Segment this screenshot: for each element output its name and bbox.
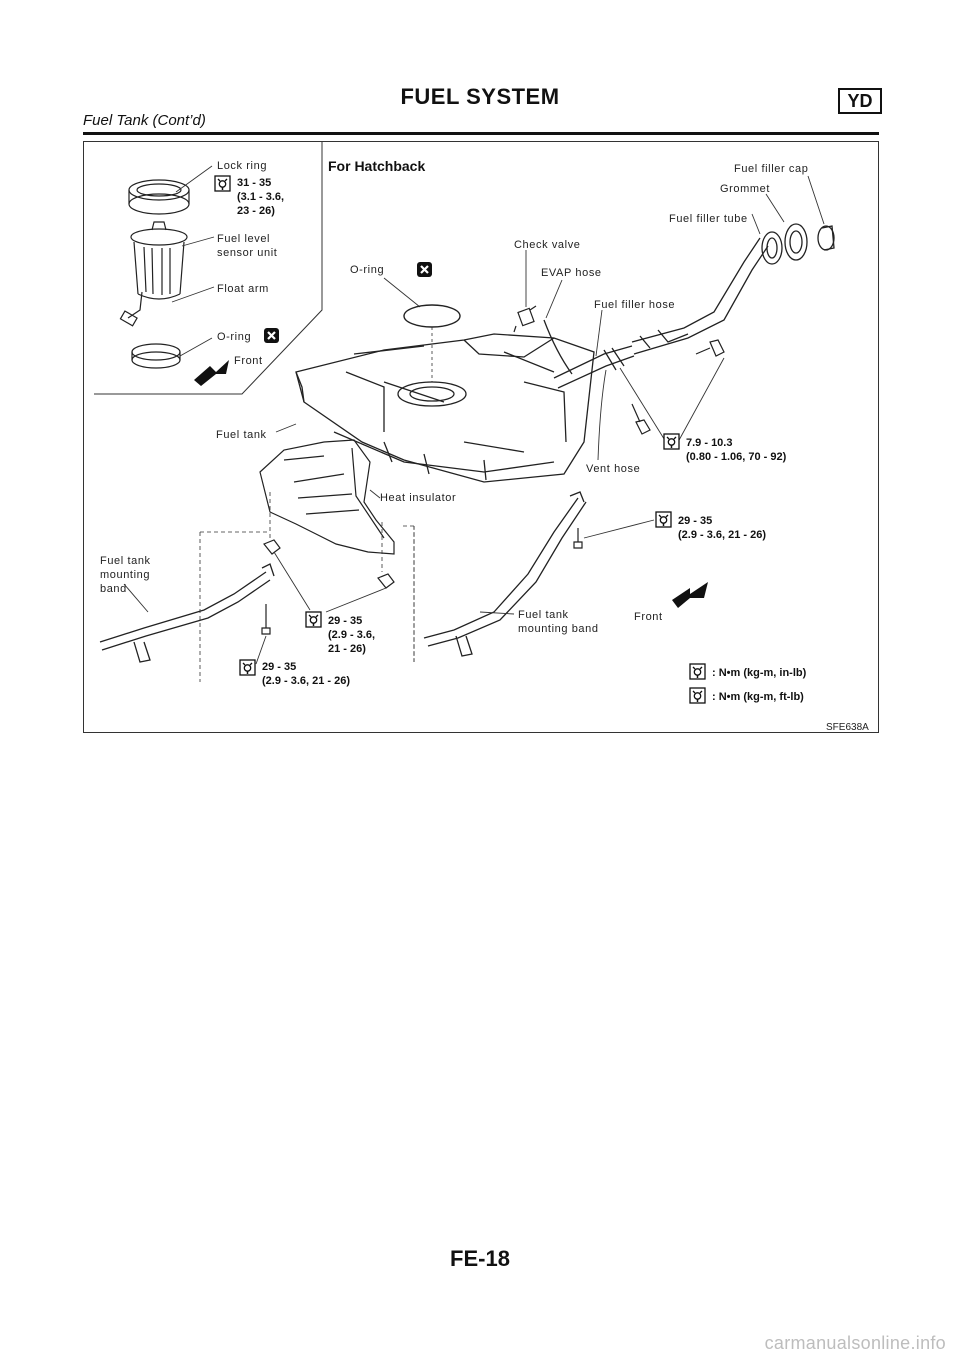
header-rule (83, 132, 879, 135)
label-band-left-2: mounting (100, 569, 150, 581)
label-lock-ring: Lock ring (217, 160, 267, 172)
legend-torque-icon (689, 687, 706, 704)
label-vent-hose: Vent hose (586, 463, 640, 475)
torque-icon (305, 611, 322, 628)
label-fuel-filler-hose: Fuel filler hose (594, 299, 675, 311)
torque-icon (663, 433, 680, 450)
torque-insulator-3: 21 - 26) (328, 643, 366, 655)
torque-lock-ring-2: (3.1 - 3.6, (237, 191, 284, 203)
heat-insulator-part (259, 439, 395, 555)
grommet-ring-part (784, 223, 808, 261)
check-valve-part (513, 305, 537, 333)
band-right-leader (479, 611, 515, 615)
label-check-valve: Check valve (514, 239, 581, 251)
torque-band-left-1: 29 - 35 (262, 661, 296, 673)
grommet-part (761, 231, 783, 265)
o-ring-small-part (131, 343, 181, 369)
filler-bolt-leader (677, 357, 725, 443)
label-fuel-filler-cap: Fuel filler cap (734, 163, 808, 175)
fuel-tank-diagram: Lock ring 31 - 35 (3.1 - 3.6, 23 - 26) F… (83, 141, 879, 733)
o-ring-center-part (403, 304, 461, 328)
torque-icon (239, 659, 256, 676)
front-arrow-icon (672, 582, 708, 608)
inset-leaders (171, 165, 215, 357)
section-title: FUEL SYSTEM (400, 84, 560, 109)
figure-heading: For Hatchback (328, 158, 425, 174)
filler-hose-leader (595, 309, 603, 357)
watermark[interactable]: carmanualsonline.info (764, 1333, 946, 1353)
engine-badge: YD (838, 88, 882, 114)
label-band-right-1: Fuel tank (518, 609, 569, 621)
mounting-band-right-part (423, 491, 587, 657)
lock-ring-part (128, 179, 190, 215)
torque-icon (214, 175, 231, 192)
label-band-left-3: band (100, 583, 127, 595)
inset-border (94, 142, 323, 395)
torque-filler-2: (0.80 - 1.06, 70 - 92) (686, 451, 787, 463)
mounting-band-left-part (99, 563, 275, 663)
front-arrow-icon (194, 360, 229, 386)
label-heat-insulator: Heat insulator (380, 492, 456, 504)
band-bolt-leader (583, 519, 655, 539)
vent-hose-leader (597, 369, 607, 461)
filler-tube-leader (751, 213, 761, 235)
grommet-leader (765, 193, 785, 223)
evap-leader (545, 279, 563, 319)
fuel-filler-hose-part (553, 345, 635, 389)
label-front-left: Front (234, 355, 263, 367)
filler-bolt-part (631, 339, 725, 435)
fuel-filler-tube-part (631, 237, 769, 355)
label-front-right: Front (634, 611, 663, 623)
band-bolt-right-part (573, 528, 583, 549)
filler-cap-leader (807, 175, 825, 225)
band-left-leader (123, 583, 149, 613)
o-ring-leader (383, 277, 421, 308)
insulator-bolt-leader (273, 551, 387, 613)
label-band-right-2: mounting band (518, 623, 599, 635)
float-arm-part (119, 291, 143, 327)
torque-icon (655, 511, 672, 528)
insulator-leader (369, 489, 381, 499)
legend-ft-lb: : N•m (kg-m, ft-lb) (712, 691, 804, 703)
filler-bolt-leader (619, 367, 667, 443)
legend-torque-icon (689, 663, 706, 680)
section-subtitle: Fuel Tank (Cont’d) (83, 112, 206, 129)
fuel-filler-cap-part (817, 225, 835, 251)
label-grommet: Grommet (720, 183, 770, 195)
label-fuel-level-2: sensor unit (217, 247, 277, 259)
fuel-level-sensor-part (130, 221, 188, 300)
torque-insulator-1: 29 - 35 (328, 615, 362, 627)
torque-filler-1: 7.9 - 10.3 (686, 437, 732, 449)
label-evap-hose: EVAP hose (541, 267, 602, 279)
label-o-ring-left: O-ring (217, 331, 251, 343)
fuel-tank-leader (275, 423, 297, 433)
diagram-canvas: Lock ring 31 - 35 (3.1 - 3.6, 23 - 26) F… (94, 142, 869, 733)
insulator-nut-part (263, 539, 395, 589)
legend-in-lb: : N•m (kg-m, in-lb) (712, 667, 807, 679)
page-number: FE-18 (450, 1246, 510, 1271)
torque-lock-ring-3: 23 - 26) (237, 205, 275, 217)
figure-code: SFE638A (826, 722, 869, 733)
torque-band-right-1: 29 - 35 (678, 515, 712, 527)
band-bolt-leader (255, 635, 267, 665)
label-band-left-1: Fuel tank (100, 555, 151, 567)
torque-band-right-2: (2.9 - 3.6, 21 - 26) (678, 529, 766, 541)
replace-icon (262, 326, 281, 345)
torque-band-left-2: (2.9 - 3.6, 21 - 26) (262, 675, 350, 687)
band-bolt-left-part (261, 604, 271, 635)
label-fuel-tank: Fuel tank (216, 429, 267, 441)
torque-lock-ring-1: 31 - 35 (237, 177, 271, 189)
evap-hose-part (543, 319, 573, 375)
dash-guide (199, 531, 269, 682)
label-fuel-filler-tube: Fuel filler tube (669, 213, 748, 225)
replace-icon (415, 260, 434, 279)
label-fuel-level-1: Fuel level (217, 233, 270, 245)
label-float-arm: Float arm (217, 283, 269, 295)
torque-insulator-2: (2.9 - 3.6, (328, 629, 375, 641)
label-o-ring-center: O-ring (350, 264, 384, 276)
fuel-tank-part (295, 333, 595, 483)
